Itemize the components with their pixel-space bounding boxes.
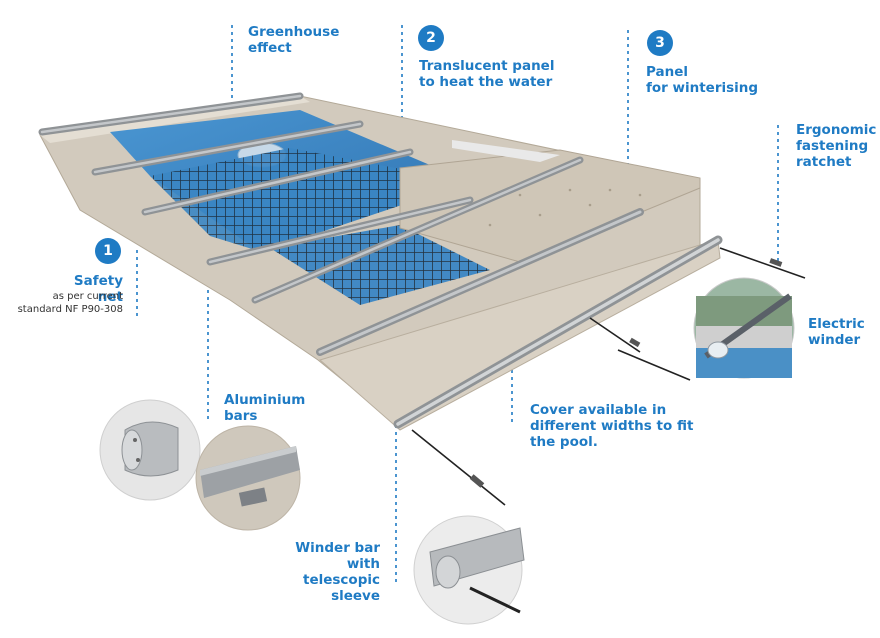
electric-line2: winder <box>808 332 861 348</box>
winter-line1: Panel <box>646 64 689 80</box>
translucent-line2: to heat the water <box>419 74 553 90</box>
safety-sub2: standard NF P90-308 <box>17 304 123 315</box>
safety-sub1: as per current <box>52 291 123 302</box>
translucent-line1: Translucent panel <box>419 58 555 74</box>
badge-1: 1 <box>95 238 121 264</box>
cover-label: Cover available in different widths to f… <box>530 402 693 450</box>
electric-label: Electric winder <box>808 316 865 348</box>
aluminium-bars <box>38 92 723 429</box>
greenhouse-label: Greenhouse effect <box>248 24 339 56</box>
cover-line3: the pool. <box>530 434 598 450</box>
ratchet-line1: Ergonomic <box>796 122 877 138</box>
aluminium-line2: bars <box>224 408 258 424</box>
cover-line2: different widths to fit <box>530 418 694 434</box>
winder-bar-line2: telescopic sleeve <box>303 572 380 604</box>
ratchet-line2: fastening <box>796 138 869 154</box>
winter-label: Panel for winterising <box>646 64 758 96</box>
winter-line2: for winterising <box>646 80 759 96</box>
badge-3: 3 <box>647 30 673 56</box>
cover-line1: Cover available in <box>530 402 667 418</box>
fastening-straps <box>411 247 806 506</box>
telescopic-sleeve-icon <box>413 515 525 625</box>
winter-panel <box>399 149 701 263</box>
bar-end-cap-icon <box>99 399 201 501</box>
safety-net <box>150 148 470 252</box>
aluminium-line1: Aluminium <box>224 392 306 408</box>
greenhouse-line2: effect <box>248 40 292 56</box>
aluminium-label: Aluminium bars <box>224 392 305 424</box>
translucent-label: Translucent panel to heat the water <box>419 58 554 90</box>
ratchet-label: Ergonomic fastening ratchet <box>796 122 876 170</box>
electric-winder-icon <box>693 277 795 379</box>
ratchet-line3: ratchet <box>796 154 852 170</box>
badge-2: 2 <box>418 25 444 51</box>
bar-closeup-icon <box>195 425 301 531</box>
safety-net-title: Safety net <box>73 273 123 305</box>
winder-bar-label: Winder bar with telescopic sleeve <box>262 540 380 604</box>
greenhouse-line1: Greenhouse <box>248 24 340 40</box>
winder-bar-line1: Winder bar with <box>295 540 380 572</box>
cover-front <box>318 239 721 431</box>
electric-line1: Electric <box>808 316 865 332</box>
safety-net-standard: as per current standard NF P90-308 <box>14 290 123 316</box>
